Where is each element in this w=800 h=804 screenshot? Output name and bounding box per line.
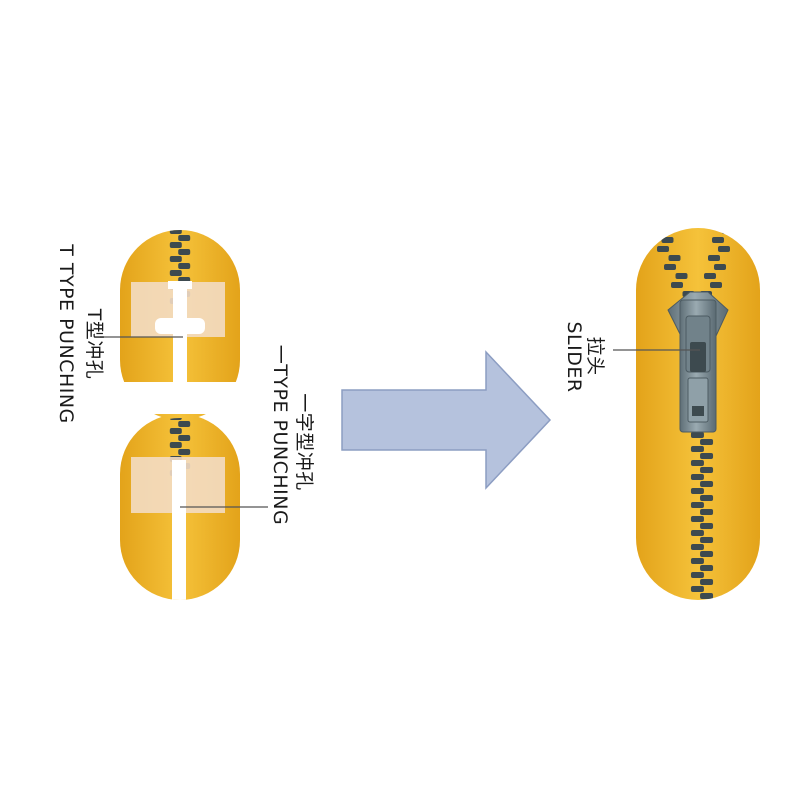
zipper-with-slider — [636, 228, 760, 606]
zipper-tooth — [668, 255, 681, 261]
zipper-tooth — [169, 442, 182, 448]
i-type-zipper-piece — [120, 414, 240, 600]
piece-gap — [110, 382, 250, 414]
zipper-tooth — [169, 428, 182, 434]
zipper-tooth — [714, 264, 726, 270]
zipper-tooth — [661, 237, 674, 243]
zipper-tooth — [178, 421, 191, 427]
i-type-label-en: 一TYPE PUNCHING — [269, 344, 291, 526]
t-type-label-en: T TYPE PUNCHING — [55, 244, 77, 424]
right-arrow-icon — [341, 350, 552, 490]
zipper-tooth — [178, 263, 191, 269]
zipper-tooth — [712, 237, 724, 243]
i-type-label-cn: 一字型冲孔 — [293, 393, 315, 491]
t-type-zipper-piece — [120, 230, 240, 420]
t-type-label-cn: T型冲孔 — [83, 308, 105, 380]
zipper-tooth — [700, 453, 714, 459]
zipper-tooth — [690, 544, 704, 550]
zipper-tooth — [722, 228, 734, 234]
zipper-tooth — [700, 551, 714, 557]
zipper-tooth — [690, 446, 704, 452]
zipper-tooth — [700, 509, 714, 515]
zipper-tooth — [690, 586, 704, 592]
slider-label-en: SLIDER — [563, 321, 585, 393]
zipper-tooth — [690, 488, 704, 494]
zipper-tooth — [700, 467, 714, 473]
zipper-tooth — [718, 246, 730, 252]
zipper-tooth — [671, 282, 683, 288]
zipper-tooth — [700, 495, 714, 501]
zipper-tooth — [169, 270, 182, 276]
zipper-tooth — [690, 558, 704, 564]
zipper-tooth — [700, 579, 714, 585]
zipper-tooth — [169, 230, 182, 234]
zipper-tooth — [700, 481, 714, 487]
zipper-tooth — [690, 474, 704, 480]
slider-icon — [667, 291, 729, 433]
zipper-tooth — [178, 249, 191, 255]
zipper-tooth — [691, 600, 704, 606]
zipper-tooth — [690, 530, 704, 536]
zipper-tooth — [178, 435, 191, 441]
zipper-tooth — [657, 246, 669, 252]
zipper-tooth — [700, 565, 714, 571]
zipper-tooth — [169, 242, 182, 248]
zipper-tooth — [700, 439, 714, 445]
zipper-tooth — [690, 502, 704, 508]
zipper-tooth — [169, 418, 182, 420]
zipper-tooth — [710, 282, 722, 288]
zipper-tooth — [169, 256, 182, 262]
zipper-tooth — [650, 228, 662, 234]
zipper-tooth — [664, 264, 676, 270]
slider-label-cn: 拉头 — [584, 336, 606, 376]
zipper-tooth — [178, 235, 191, 241]
zipper-tooth — [675, 273, 688, 279]
zipper-tooth — [700, 593, 714, 599]
zipper-tooth — [700, 523, 714, 529]
zipper-tooth — [690, 432, 704, 438]
t-punch-crossbar — [155, 318, 205, 334]
zipper-tooth — [690, 572, 704, 578]
zipper-tooth — [178, 449, 191, 455]
zipper-tooth — [704, 273, 716, 279]
i-punch-slot — [172, 460, 186, 600]
zipper-tooth — [700, 537, 714, 543]
zipper-tooth — [690, 460, 704, 466]
zipper-tooth — [708, 255, 720, 261]
zipper-tooth — [690, 516, 704, 522]
